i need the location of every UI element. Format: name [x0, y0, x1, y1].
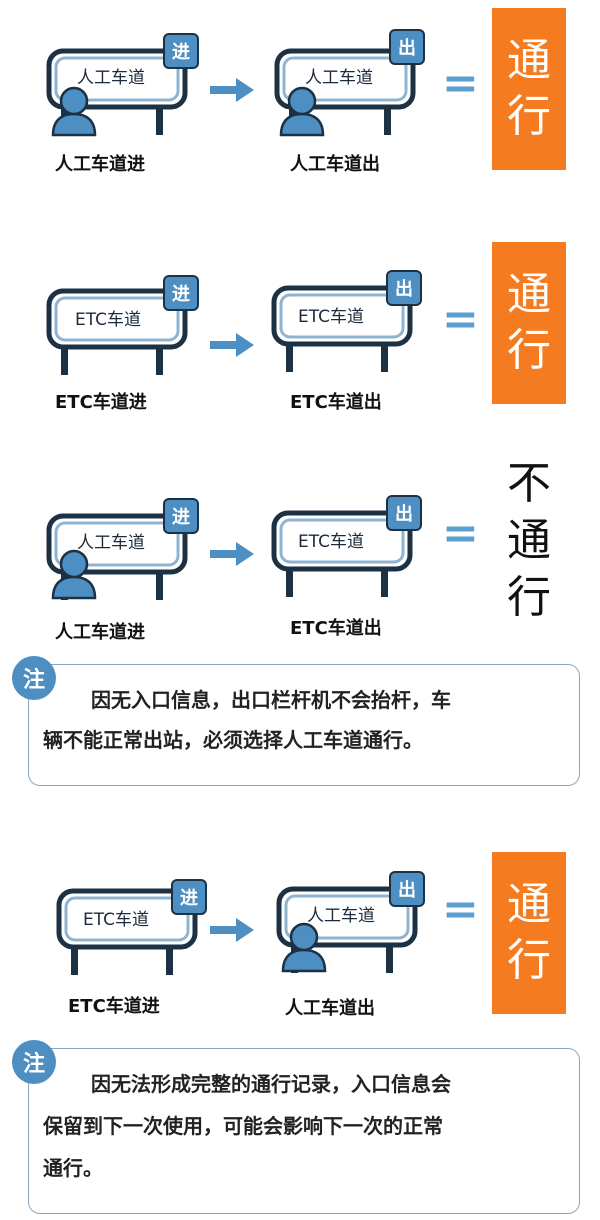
entry-sign: 人工车道 进	[45, 498, 199, 620]
person-icon	[281, 922, 327, 973]
exit-caption: 人工车道出	[290, 154, 380, 175]
result-char: 通	[507, 269, 551, 320]
badge-out: 出	[389, 871, 425, 907]
sign-text: 人工车道	[77, 68, 145, 88]
equals-sign: =	[442, 884, 479, 935]
note-icon: 注	[12, 656, 56, 700]
note-box: 因无入口信息，出口栏杆机不会抬杆，车 辆不能正常出站，必须选择人工车道通行。	[28, 664, 580, 786]
exit-sign: 人工车道 出	[275, 871, 425, 993]
sign-text: ETC车道	[83, 910, 149, 930]
result-char: 通	[507, 515, 551, 566]
note-line: 保留到下一次使用，可能会影响下一次的正常	[43, 1114, 443, 1138]
exit-caption: ETC车道出	[290, 618, 382, 639]
sign-text: 人工车道	[305, 68, 373, 88]
badge-out: 出	[389, 29, 425, 65]
result-char: 行	[507, 572, 551, 623]
exit-caption: ETC车道出	[290, 392, 382, 413]
result-char: 通	[507, 35, 551, 86]
arrow-right-icon	[210, 542, 254, 566]
entry-caption: ETC车道进	[68, 996, 160, 1017]
entry-sign: ETC车道 进	[55, 879, 207, 995]
person-icon	[51, 86, 97, 137]
badge-in: 进	[163, 498, 199, 534]
entry-sign: ETC车道 进	[45, 275, 199, 395]
equals-sign: =	[442, 58, 479, 109]
badge-in: 进	[171, 879, 207, 915]
result-char: 通	[507, 879, 551, 930]
result-text: 不 通 行	[492, 455, 566, 626]
result-box: 通 行	[492, 852, 566, 1014]
sign-text: ETC车道	[298, 307, 364, 327]
person-icon	[279, 86, 325, 137]
exit-sign: ETC车道 出	[270, 270, 422, 392]
note-line: 因无入口信息，出口栏杆机不会抬杆，车	[91, 688, 451, 712]
badge-in: 进	[163, 33, 199, 69]
arrow-right-icon	[210, 918, 254, 942]
result-char: 行	[507, 91, 551, 142]
badge-out: 出	[386, 495, 422, 531]
arrow-right-icon	[210, 78, 254, 102]
result-box: 通 行	[492, 242, 566, 404]
note-line: 通行。	[43, 1156, 103, 1180]
result-char: 行	[507, 935, 551, 986]
result-box: 通 行	[492, 8, 566, 170]
badge-in: 进	[163, 275, 199, 311]
equals-sign: =	[442, 508, 479, 559]
arrow-right-icon	[210, 333, 254, 357]
exit-sign: 人工车道 出	[273, 29, 425, 155]
entry-caption: ETC车道进	[55, 392, 147, 413]
badge-out: 出	[386, 270, 422, 306]
sign-text: 人工车道	[77, 533, 145, 553]
exit-caption: 人工车道出	[285, 998, 375, 1019]
equals-sign: =	[442, 294, 479, 345]
person-icon	[51, 549, 97, 600]
exit-sign: ETC车道 出	[270, 495, 422, 617]
entry-caption: 人工车道进	[55, 154, 145, 175]
entry-sign: 人工车道 进	[45, 33, 199, 155]
note-box: 因无法形成完整的通行记录，入口信息会 保留到下一次使用，可能会影响下一次的正常 …	[28, 1048, 580, 1214]
result-char: 不	[507, 458, 551, 509]
note-icon: 注	[12, 1040, 56, 1084]
sign-text: 人工车道	[307, 906, 375, 926]
result-char: 行	[507, 325, 551, 376]
note-line: 因无法形成完整的通行记录，入口信息会	[91, 1072, 451, 1096]
sign-text: ETC车道	[298, 532, 364, 552]
note-line: 辆不能正常出站，必须选择人工车道通行。	[43, 728, 423, 752]
entry-caption: 人工车道进	[55, 622, 145, 643]
sign-text: ETC车道	[75, 310, 141, 330]
